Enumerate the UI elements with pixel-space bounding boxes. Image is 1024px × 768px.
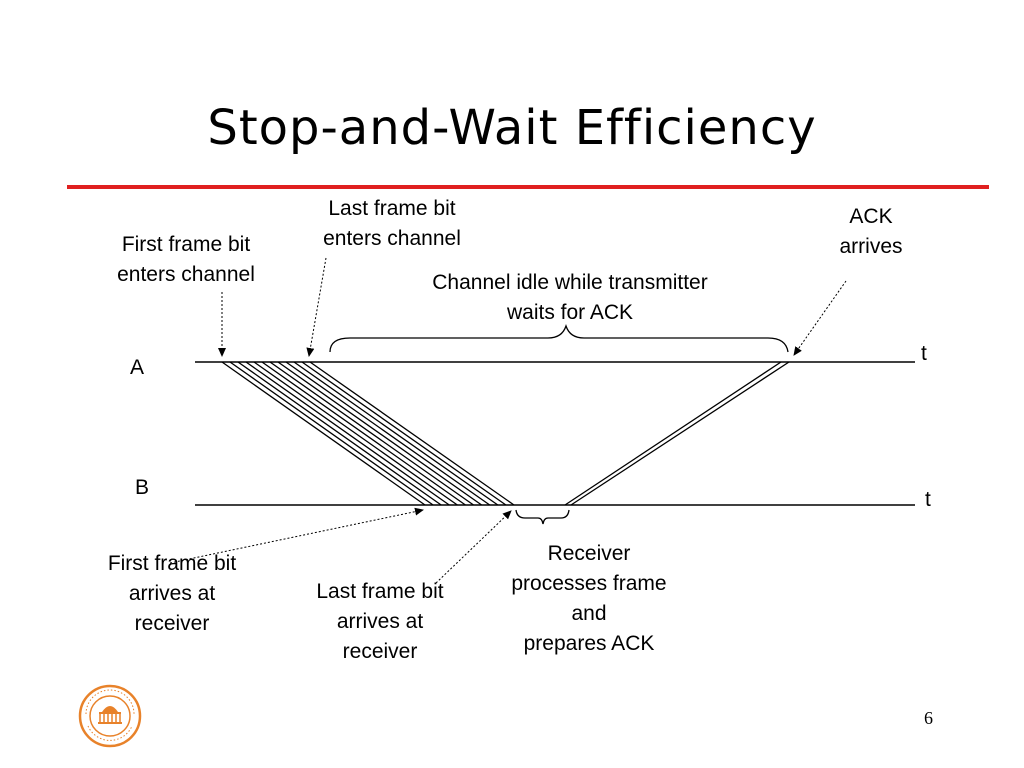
page-number: 6	[924, 708, 933, 728]
frame-bit-line	[269, 361, 474, 506]
frame-bit-line	[285, 361, 491, 506]
label-ack-arrives: ACK arrives	[839, 205, 903, 258]
ack-line-left	[564, 361, 782, 506]
frame-propagation-lines	[221, 361, 515, 506]
receiver-label: B	[135, 476, 150, 499]
label-first-bit-arrives: First frame bit arrives at receiver	[107, 552, 237, 635]
frame-bit-line	[261, 361, 466, 506]
ack-line-right	[570, 361, 790, 506]
label-channel-idle: Channel idle while transmitter waits for…	[432, 271, 708, 324]
frame-bit-line	[301, 361, 507, 506]
frame-bit-line	[237, 361, 442, 506]
label-last-bit-enters: Last frame bit enters channel	[323, 197, 461, 250]
channel-idle-brace	[329, 323, 789, 353]
frame-bit-line	[221, 361, 426, 506]
frame-bit-line	[229, 361, 434, 506]
label-first-bit-enters: First frame bit enters channel	[117, 233, 255, 286]
pointer-last-bit-enters	[306, 257, 327, 357]
frame-bit-line	[245, 361, 450, 506]
title-underline	[67, 185, 989, 189]
university-of-virginia-seal-icon	[78, 684, 142, 748]
frame-bit-line	[253, 361, 458, 506]
sender-label: A	[130, 356, 145, 379]
sender-time-label: t	[921, 342, 927, 365]
pointer-last-bit-arrives	[435, 510, 512, 584]
pointer-ack-arrives	[793, 280, 847, 356]
pointer-first-bit-arrives	[169, 507, 424, 564]
frame-bit-line	[277, 361, 483, 506]
receiver-time-label: t	[925, 488, 931, 511]
frame-bit-line	[293, 361, 499, 506]
label-last-bit-arrives: Last frame bit arrives at receiver	[316, 580, 444, 663]
frame-bit-line	[309, 361, 515, 506]
label-receiver-processes: Receiver processes frame and prepares AC…	[511, 542, 667, 655]
processing-brace	[515, 509, 570, 525]
slide-title: Stop-and-Wait Efficiency	[207, 100, 817, 156]
